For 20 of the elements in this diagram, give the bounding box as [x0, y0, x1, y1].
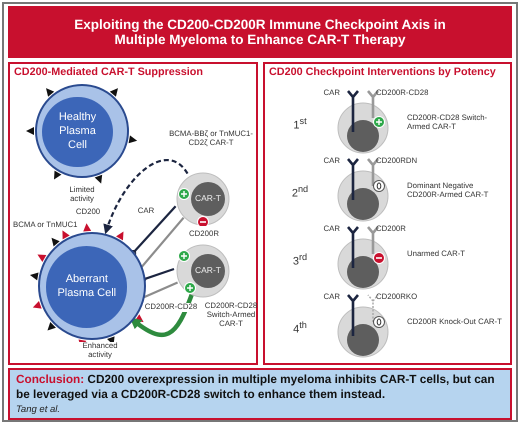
cell-label: Healthy Plasma Cell [58, 111, 98, 153]
cell-label: CAR-T [194, 265, 222, 275]
panel-heading: CD200 Checkpoint Interventions by Potency [269, 66, 496, 78]
conclusion-panel [8, 368, 512, 420]
conclusion-text: Conclusion: CD200 overexpression in multiple myeloma inhibits CAR-T cells, but can be leveraged via a CD200R-CD28 switch to enhance them instead. [16, 372, 496, 402]
curved-arrow [130, 294, 194, 337]
panel [263, 62, 512, 365]
citation-text: Tang et al. [16, 404, 62, 415]
rank-label: 3$^{rd}$ [292, 252, 308, 268]
rank-label: 2$^{nd}$ [290, 184, 310, 200]
dashed-arrow [130, 205, 176, 256]
cell-label: CAR-T [194, 193, 222, 203]
receptor-line [140, 216, 184, 268]
panel-heading: CD200-Mediated CAR-T Suppression [14, 66, 203, 78]
rank-label: 1$^{st}$ [292, 116, 308, 132]
rank-label: 4$^{th}$ [292, 320, 308, 336]
dashed-arrow [104, 159, 188, 234]
title-banner: Exploiting the CD200-CD200R Immune Checkpoint Axis in Multiple Myeloma to Enhance CAR-T Therapy [8, 6, 512, 58]
cell-label: Aberrant Plasma Cell [56, 273, 118, 301]
panel [8, 62, 258, 365]
